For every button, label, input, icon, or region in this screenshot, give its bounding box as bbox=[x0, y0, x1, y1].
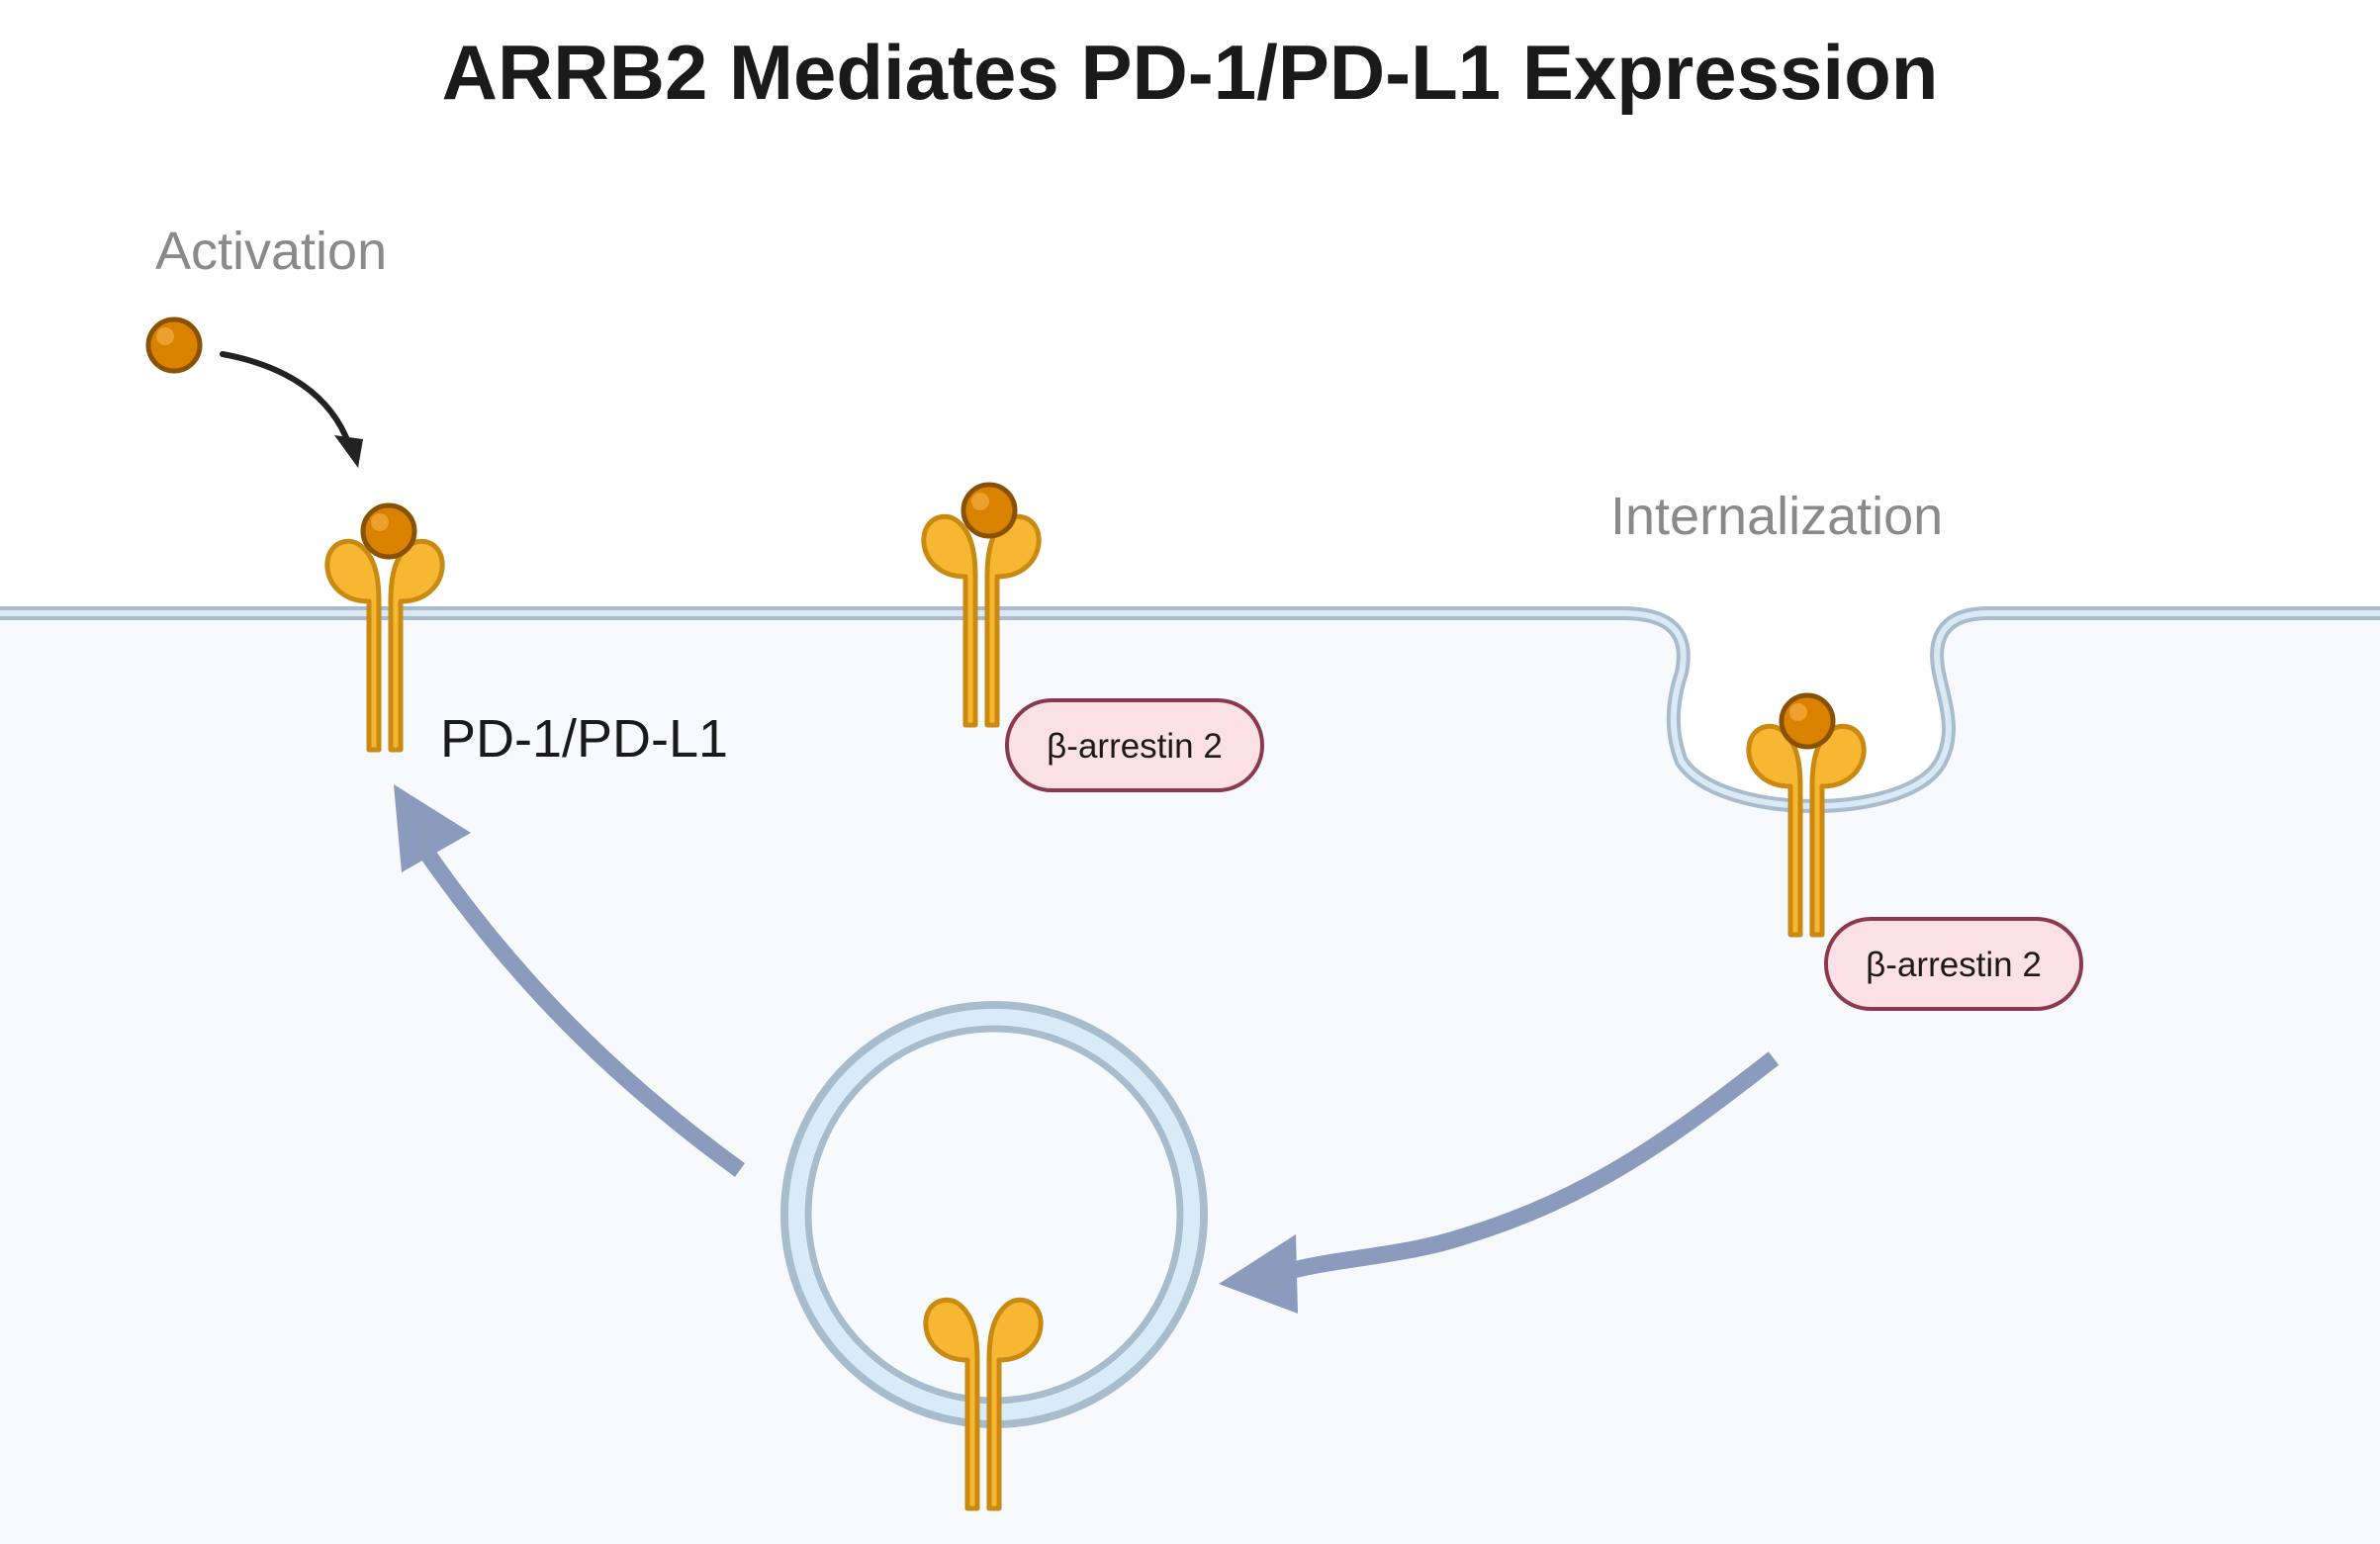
activation-label: Activation bbox=[155, 222, 387, 281]
arrestin-pill-1: β-arrestin 2 bbox=[1005, 698, 1264, 792]
arrestin-label-2: β-arrestin 2 bbox=[1866, 946, 2042, 984]
arrestin-pill-2: β-arrestin 2 bbox=[1824, 917, 2083, 1011]
internalization-arrow bbox=[1219, 1051, 1780, 1314]
activation-arrow bbox=[220, 351, 363, 468]
receptor-label: PD-1/PD-L1 bbox=[440, 709, 728, 769]
internalization-label: Internalization bbox=[1610, 487, 1943, 546]
cytoplasm-region bbox=[0, 613, 2380, 1544]
arrestin-label-1: β-arrestin 2 bbox=[1047, 727, 1223, 766]
free-ligand bbox=[148, 319, 200, 371]
page-title: ARRB2 Mediates PD-1/PD-L1 Expression bbox=[442, 29, 1939, 116]
endosome-vesicle bbox=[780, 1001, 1208, 1428]
recycling-arrow bbox=[394, 784, 745, 1177]
